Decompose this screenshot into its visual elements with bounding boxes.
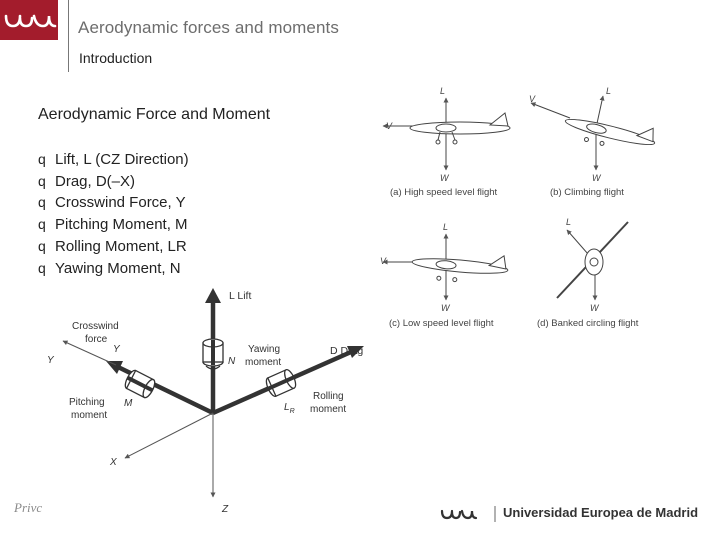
drag-label: D Drag [330,345,363,357]
brand-mark-icon [440,509,478,520]
lift-label: L [440,86,445,96]
list-item-text: Lift, L (CZ Direction) [55,151,189,168]
velocity-label: V [529,94,536,104]
list-item-text: Pitching Moment, M [55,216,188,234]
lift-label: L [443,222,448,232]
z-axis-label: Z [221,504,229,515]
lift-arrowhead [205,288,221,303]
roll-moment-cylinder [265,368,297,398]
crosswind-symbol: Y [113,344,121,355]
velocity-label: V [380,256,387,266]
footer-logo [440,506,496,522]
list-item: q Drag, D(–X) [38,171,189,193]
pitch-moment-cylinder [124,369,156,399]
roll-symbol: LR [284,402,295,415]
lift-label: L [606,86,611,96]
list-item: q Rolling Moment, LR [38,236,189,258]
bullet-marker: q [38,194,46,211]
page-title: Aerodynamic forces and moments [78,18,339,37]
caption-a: (a) High speed level flight [390,187,498,198]
body-axes-diagram: L Lift D Drag Crosswind force Y Y Yawing… [47,288,364,515]
crosswind-arrowhead [106,361,123,374]
roll-symbol-subscript: R [290,408,295,415]
brand-name: Universidad Europea de Madrid [503,505,699,520]
header-divider [68,0,69,72]
weight-label: W [590,303,600,313]
footer-note: Privc [14,500,43,515]
crosswind-label-line1: Crosswind [72,321,119,332]
weight-label: W [592,173,602,183]
pitching-label-line2: moment [71,410,107,421]
yaw-symbol: N [228,356,236,367]
x-axis [124,412,214,459]
bullet-marker: q [38,216,46,233]
caption-d: (d) Banked circling flight [537,318,639,329]
high-speed-level-flight: L W V (a) High speed level flight [382,86,511,198]
velocity-label: V [386,121,393,131]
yawing-label-line1: Yawing [248,344,280,355]
list-item: q Crosswind Force, Y [38,192,189,214]
bullet-marker: q [38,172,46,189]
roll-symbol-letter: L [284,402,290,413]
yawing-label-line2: moment [245,357,281,368]
list-item-text: Crosswind Force, Y [55,194,186,212]
weight-label: W [440,173,450,183]
crosswind-label-line2: force [85,334,108,345]
drag-arrowhead [347,346,364,358]
lift-label: L [566,217,571,227]
list-item-text: Yawing Moment, N [55,259,181,277]
climbing-flight: L W V (b) Climbing flight [529,86,656,198]
section-title: Aerodynamic Force and Moment [38,106,271,123]
university-logo [0,0,58,40]
y-axis-label: Y [47,355,55,366]
list-item-text: Drag, D(–X) [55,172,136,190]
airplane-icon [411,254,509,283]
list-item: q Yawing Moment, N [38,258,189,280]
weight-label: W [441,303,451,313]
pitching-label-line1: Pitching [69,397,105,408]
low-speed-level-flight: L W V (c) Low speed level flight [380,222,509,329]
lift-label: L Lift [229,290,251,302]
banked-circling-flight: L W (d) Banked circling flight [537,217,639,329]
airplane-icon [556,221,629,299]
caption-b: (b) Climbing flight [550,187,624,198]
rolling-label-line2: moment [310,404,346,415]
airplane-icon [564,118,656,146]
caption-c: (c) Low speed level flight [389,318,494,329]
list-item: q Pitching Moment, M [38,214,189,236]
bullet-marker: q [38,237,46,254]
bullet-marker: q [38,259,46,276]
bullet-marker: q [38,151,46,167]
pitch-symbol: M [124,398,133,409]
yaw-moment-cylinder [202,338,224,370]
flight-conditions-diagram: L W V (a) High speed level flight L W V … [380,86,656,329]
rolling-label-line1: Rolling [313,391,344,402]
page-subtitle: Introduction [79,50,153,66]
y-axis [62,340,117,366]
list-item-text: Rolling Moment, LR [55,237,187,255]
x-axis-label: X [109,457,117,468]
airplane-icon [409,112,511,145]
list-item: q Lift, L (CZ Direction) [38,149,189,171]
